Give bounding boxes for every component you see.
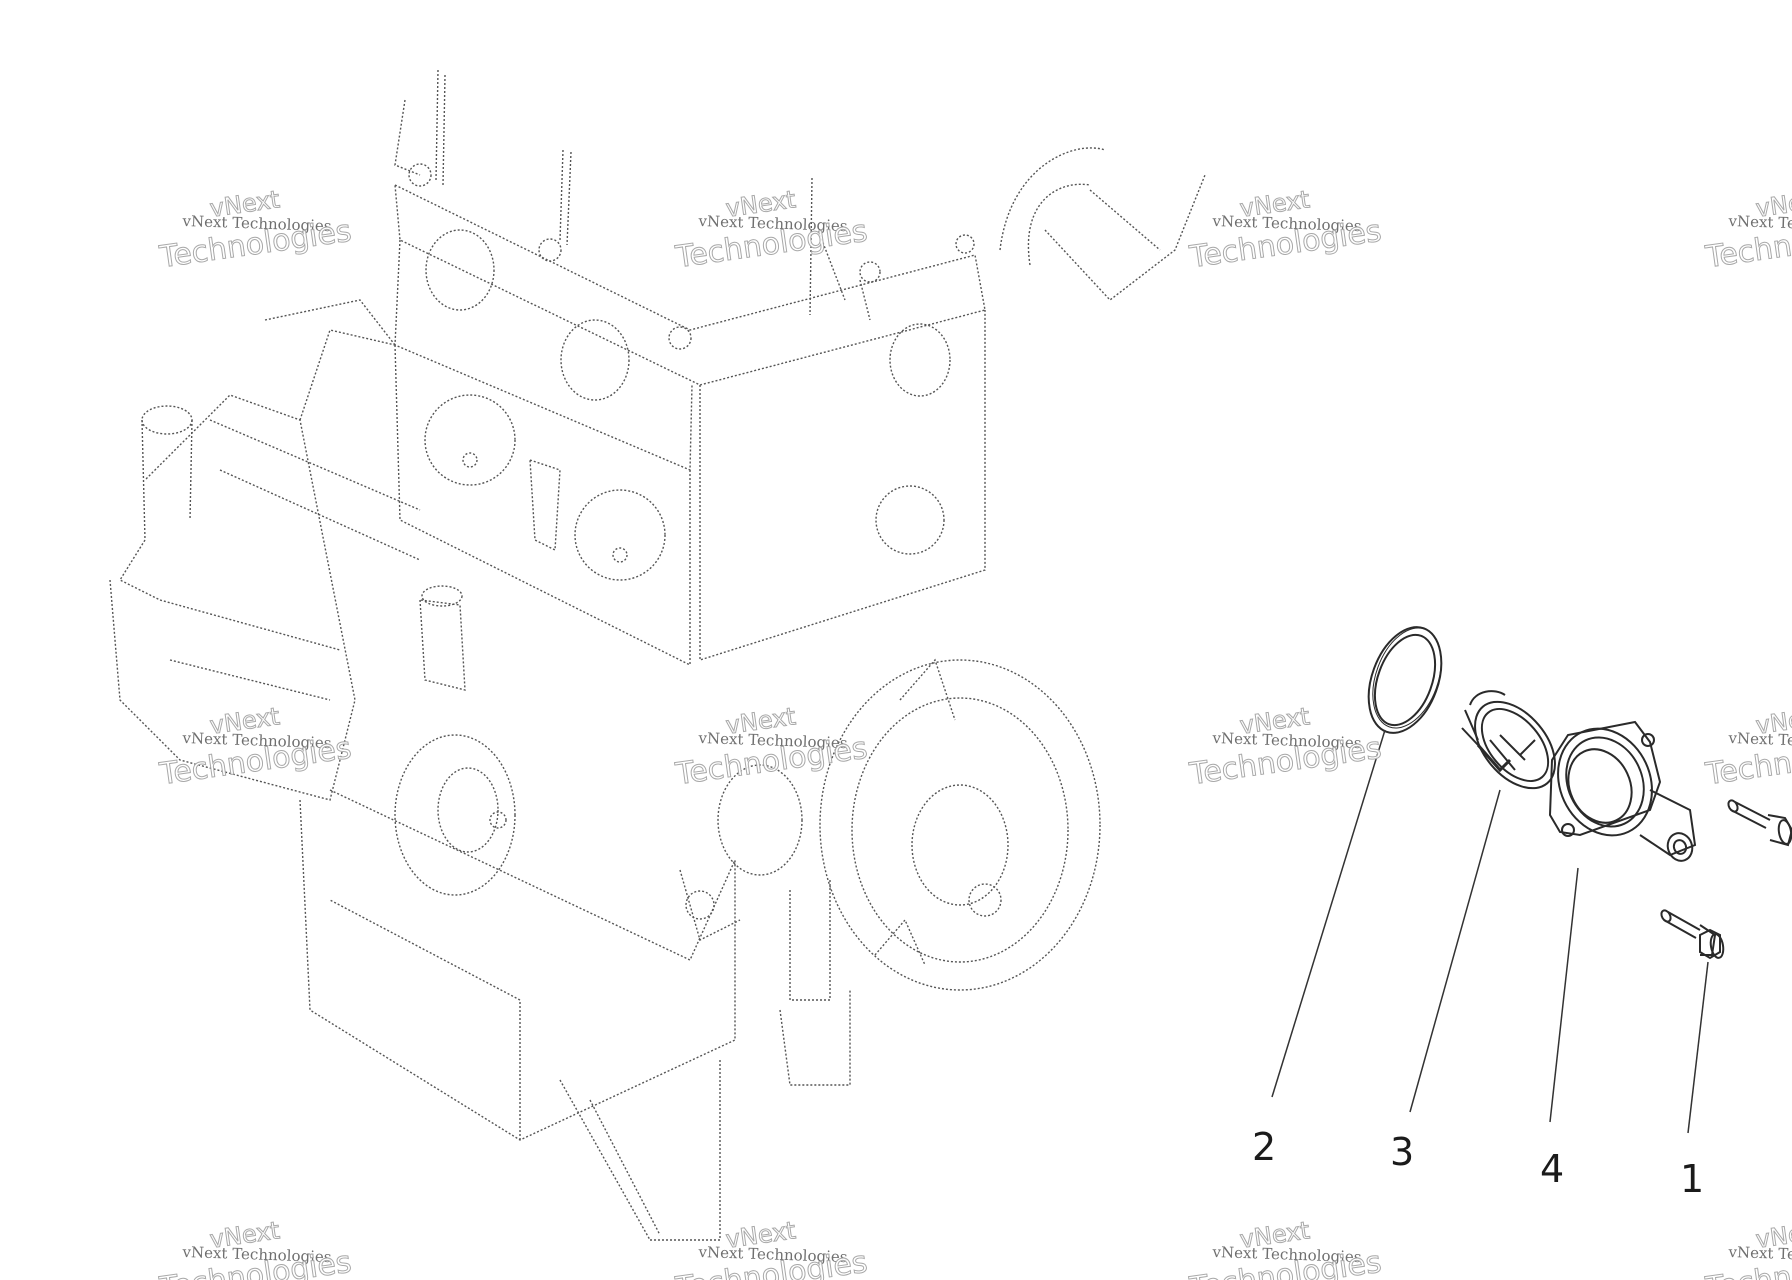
leader-line-2 bbox=[1271, 729, 1386, 1098]
flange-bolt-part bbox=[1660, 799, 1792, 960]
callout-number-1: 1 bbox=[1680, 1157, 1705, 1201]
thermostat-housing-part bbox=[1548, 720, 1697, 862]
leader-lines bbox=[1271, 729, 1709, 1134]
callout-number-4: 4 bbox=[1540, 1147, 1565, 1191]
leader-line-3 bbox=[1409, 789, 1501, 1113]
leader-line-4 bbox=[1549, 867, 1579, 1123]
callout-number-3: 3 bbox=[1390, 1130, 1415, 1174]
engine-block-illustration bbox=[109, 69, 1206, 1241]
thermostat-part bbox=[1461, 690, 1556, 790]
callout-number-2: 2 bbox=[1252, 1125, 1277, 1169]
o-ring-gasket-part bbox=[1367, 626, 1443, 734]
leader-line-1 bbox=[1687, 961, 1709, 1134]
